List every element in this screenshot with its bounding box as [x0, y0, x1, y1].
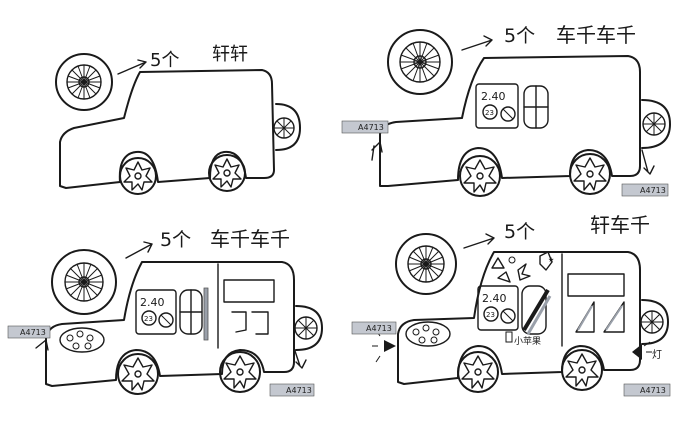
plate-text: A4713 [358, 123, 384, 132]
rear-license-plate: A4713 [623, 383, 671, 397]
car-body [379, 55, 641, 187]
panel-1: 5个 轩轩 [55, 44, 301, 195]
plate-text: A4713 [366, 324, 392, 333]
rear-spare-icon [273, 103, 301, 151]
plate-text: A4713 [20, 328, 46, 337]
word-label: 车千车千 [556, 23, 636, 47]
panel-3: 5个 车千车千 2.40 23 [7, 227, 323, 397]
dial-small: 23 [144, 315, 153, 323]
front-light-icon [372, 329, 396, 363]
panel-4: 5个 轩车千 ★ 2.40 23 [351, 213, 671, 397]
rear-spare-icon [294, 305, 323, 351]
word-label: 车千车千 [210, 227, 290, 251]
front-wheel-icon [117, 353, 159, 395]
count-label: 5个 [504, 221, 535, 243]
front-license-plate: A4713 [7, 325, 51, 339]
front-wheel-icon [119, 157, 157, 195]
note-text: 小苹果 [514, 335, 541, 347]
plate-text: A4713 [286, 386, 312, 395]
dial-text: 2.40 [481, 90, 506, 103]
sign-text: ★ [548, 256, 554, 264]
dial-small: 23 [485, 109, 494, 117]
dashboard: 2.40 23 [135, 289, 177, 335]
dial-small: 23 [486, 311, 495, 319]
dashboard: 2.40 23 [477, 285, 519, 331]
front-wheel-icon [457, 351, 499, 393]
front-light-arrow-icon [35, 339, 49, 351]
panel-2: 5个 车千车千 2.40 23 [341, 23, 671, 197]
front-wheel-icon [459, 155, 501, 197]
rear-light-icon [632, 341, 652, 360]
fruit-plate-icon [405, 321, 451, 347]
side-windows [223, 279, 275, 335]
rear-wheel-icon [569, 153, 611, 195]
rear-spare-icon [640, 299, 669, 345]
car-body [45, 261, 295, 387]
count-label: 5个 [150, 50, 179, 71]
window-icon [521, 285, 552, 335]
count-label: 5个 [160, 229, 191, 251]
front-license-plate: A4713 [341, 120, 389, 134]
spare-wheel-icon [387, 29, 453, 95]
word-label: 轩车千 [590, 213, 650, 237]
arrow-icon [461, 35, 493, 51]
plate-text: A4713 [640, 386, 666, 395]
count-label: 5个 [504, 25, 535, 47]
apple-note: 小苹果 [505, 331, 541, 347]
spare-wheel-icon [55, 53, 113, 111]
lamp-label: 灯 [652, 349, 662, 361]
window-icon [179, 289, 203, 335]
arrow-icon [117, 59, 147, 75]
front-light-arrow-icon [371, 141, 383, 161]
fruit-plate-icon [59, 327, 105, 353]
dial-text: 2.40 [140, 296, 165, 309]
ceiling-decorations: ★ [491, 251, 554, 283]
spare-wheel-icon [395, 233, 457, 295]
car-body [59, 69, 275, 189]
rear-wheel-icon [208, 154, 246, 192]
door-handle [203, 287, 209, 341]
spare-wheel-icon [51, 249, 117, 315]
word-label: 轩轩 [212, 44, 248, 65]
car-body [397, 251, 641, 385]
dial-text: 2.40 [482, 292, 507, 305]
front-license-plate: A4713 [351, 321, 397, 335]
arrow-icon [463, 233, 495, 249]
window-icon [523, 85, 549, 129]
rear-wheel-icon [219, 351, 261, 393]
rear-wheel-icon [561, 349, 603, 391]
side-windows [567, 273, 625, 333]
arrow-icon [125, 241, 153, 259]
rear-license-plate: A4713 [621, 183, 669, 197]
plate-text: A4713 [640, 186, 666, 195]
rear-spare-icon [641, 99, 671, 149]
dashboard: 2.40 23 [475, 83, 519, 129]
rear-light-arrow-icon [293, 347, 307, 369]
rear-license-plate: A4713 [269, 383, 315, 397]
rear-light-arrow-icon [641, 149, 655, 175]
